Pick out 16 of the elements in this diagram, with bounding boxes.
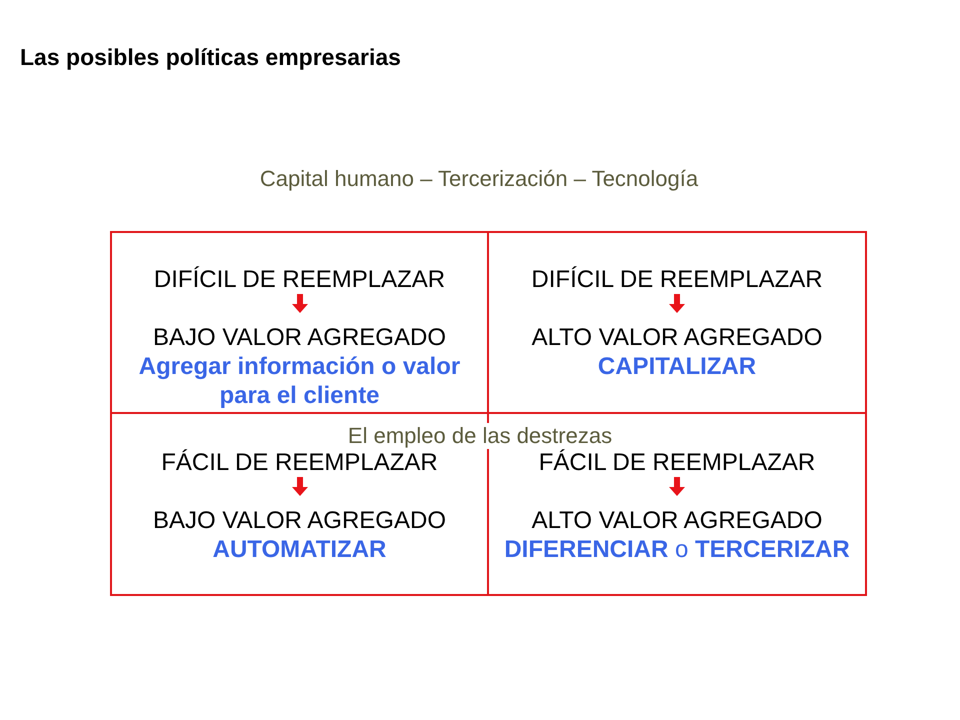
condition-label: FÁCIL DE REEMPLAZAR [538,448,816,477]
strategy-label: DIFERENCIAR o TERCERIZAR [503,535,851,564]
strategy-label: AUTOMATIZAR [212,535,388,564]
strategy-label: CAPITALIZAR [596,352,758,381]
condition-label: FÁCIL DE REEMPLAZAR [161,448,438,477]
condition-label: DIFÍCIL DE REEMPLAZAR [154,265,446,294]
value-label: ALTO VALOR AGREGADO [532,323,822,352]
condition-label: DIFÍCIL DE REEMPLAZAR [531,265,823,294]
strategy-label: Agregar información o valor para el cliente [138,352,462,410]
value-label: BAJO VALOR AGREGADO [153,506,446,535]
matrix-cell [487,231,867,414]
matrix-cell [110,231,489,414]
subtitle: Capital humano – Tercerización – Tecnología [260,166,698,192]
slide-title: Las posibles políticas empresarias [20,43,401,72]
value-label: BAJO VALOR AGREGADO [153,323,446,352]
value-label: ALTO VALOR AGREGADO [532,506,822,535]
